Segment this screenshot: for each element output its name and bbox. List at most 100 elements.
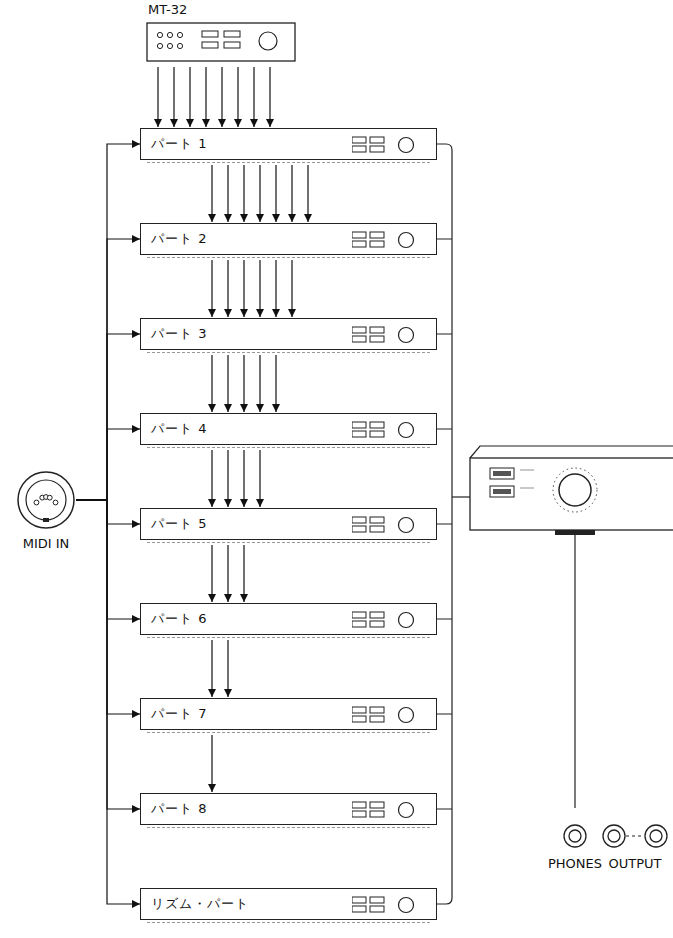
connector-line: [211, 545, 212, 602]
panel-led: [177, 43, 182, 48]
panel-button: [370, 241, 384, 247]
connector-line: [76, 500, 140, 714]
connector-line: [227, 355, 228, 412]
connector-label: MIDI IN: [10, 536, 82, 551]
connector-line: [211, 450, 212, 507]
jack-symbol: [600, 822, 670, 850]
panel-led: [167, 43, 172, 48]
part-module: パート 3: [140, 318, 437, 350]
midi-thru-line: [76, 334, 140, 500]
part-label: パート 5: [141, 515, 207, 533]
midi-thru-line: [76, 429, 140, 500]
case-edge: [147, 729, 430, 733]
panel-led: [157, 32, 162, 37]
panel-button: [352, 526, 366, 532]
panel-button: [352, 336, 366, 342]
connector-line: [227, 545, 228, 602]
panel-knob: [399, 708, 414, 723]
part-label: リズム・パート: [141, 895, 249, 913]
panel-button: [370, 897, 384, 903]
connector-line: [76, 500, 140, 809]
panel-led: [167, 32, 172, 37]
panel-button: [352, 716, 366, 722]
connector-line: [76, 334, 140, 500]
panel-button: [370, 621, 384, 627]
connector-line: [243, 260, 244, 317]
panel-button: [370, 232, 384, 238]
voice-overflow-arrows: [212, 545, 244, 602]
panel-button: [352, 232, 366, 238]
panel-controls: [352, 324, 422, 346]
panel-controls: [352, 799, 422, 821]
connector-line: [76, 144, 140, 500]
connector-line: [157, 67, 158, 127]
connector-line: [76, 429, 140, 500]
connector-line: [76, 500, 140, 904]
connector-line: [211, 735, 212, 792]
midi-thru-line: [76, 500, 140, 809]
part-module: リズム・パート: [140, 888, 437, 920]
panel-controls: [352, 704, 422, 726]
connector-line: [76, 239, 140, 500]
voice-overflow-arrows: [212, 450, 260, 507]
voice-overflow-arrows: [212, 735, 213, 792]
connector-line: [275, 165, 276, 222]
sound-module: MT-32: [146, 2, 296, 62]
panel-knob: [399, 138, 414, 153]
connector-line: [173, 67, 174, 127]
panel-button: [352, 621, 366, 627]
panel-knob: [259, 32, 277, 50]
midi-in-connector: MIDI IN: [10, 470, 82, 551]
panel-button: [370, 802, 384, 808]
connector-line: [189, 67, 190, 127]
connector-line: [237, 67, 238, 127]
panel-controls: [352, 894, 422, 916]
panel-button: [352, 431, 366, 437]
panel-button: [370, 336, 384, 342]
panel-button: [352, 802, 366, 808]
output-bus: [437, 144, 470, 904]
midi-thru-line: [76, 500, 140, 714]
part-module: パート 8: [140, 793, 437, 825]
device-name: MT-32: [146, 2, 296, 22]
connector-line: [259, 450, 260, 507]
jack-symbol: [546, 822, 604, 850]
connector-line: [259, 260, 260, 317]
panel-controls: [352, 229, 422, 251]
case-edge: [147, 634, 430, 638]
panel-controls: [352, 419, 422, 441]
panel-button: [352, 707, 366, 713]
connector-line: [211, 355, 212, 412]
panel-button: [370, 431, 384, 437]
connector-line: [227, 260, 228, 317]
part-label: パート 7: [141, 705, 207, 723]
panel-button: [202, 42, 218, 48]
jack-label: PHONES: [546, 856, 604, 871]
panel-controls: [352, 514, 422, 536]
connector-line: [243, 545, 244, 602]
connector-line: [275, 355, 276, 412]
voice-overflow-arrows: [212, 355, 276, 412]
panel-button: [352, 422, 366, 428]
connector-line: [211, 640, 212, 697]
panel-button: [352, 906, 366, 912]
panel-button: [370, 327, 384, 333]
panel-button: [370, 526, 384, 532]
connector-line: [227, 450, 228, 507]
panel-button: [224, 42, 240, 48]
panel-button: [370, 906, 384, 912]
part-module: パート 7: [140, 698, 437, 730]
panel-knob: [399, 423, 414, 438]
panel-button: [370, 716, 384, 722]
part-label: パート 1: [141, 135, 207, 153]
case-edge: [147, 919, 430, 923]
connector-line: [76, 500, 140, 524]
case-edge: [147, 444, 430, 448]
panel-button: [224, 31, 240, 37]
connector-line: [76, 500, 140, 619]
output-jacks: OUTPUT: [600, 822, 670, 871]
part-label: パート 6: [141, 610, 207, 628]
connector-line: [221, 67, 222, 127]
panel-button: [352, 137, 366, 143]
connector-line: [211, 260, 212, 317]
